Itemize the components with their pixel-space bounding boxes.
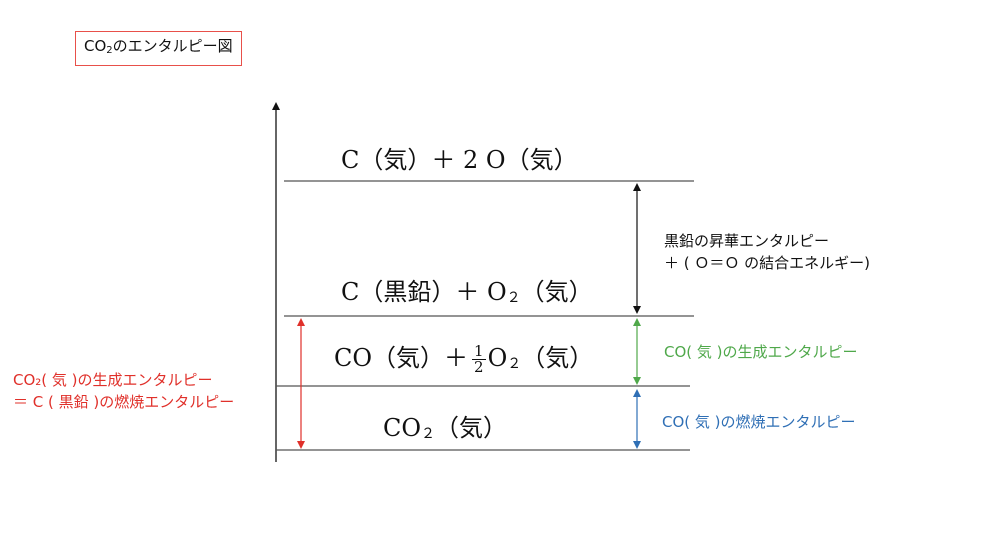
sublimation-line1: 黒鉛の昇華エンタルピー (664, 232, 830, 250)
elements-tail: （気） (520, 278, 593, 306)
sublimation-annotation: 黒鉛の昇華エンタルピー ＋ ( Ｏ＝Ｏ の結合エネルギー) (664, 230, 870, 274)
co-formation-annotation: CO( 気 )の生成エンタルピー (664, 341, 858, 363)
co2-formation-annotation: CO₂( 気 )の生成エンタルピー ＝ C ( 黒鉛 )の燃焼エンタルピー (13, 369, 234, 413)
title-subscript: 2 (106, 45, 113, 56)
co-formation-text: CO( 気 )の生成エンタルピー (664, 343, 858, 361)
co-formula: CO（気）＋ (334, 344, 469, 372)
co2-formation-line1: CO₂( 気 )の生成エンタルピー (13, 371, 213, 389)
sublimation-line2: ＋ ( Ｏ＝Ｏ の結合エネルギー) (664, 254, 871, 272)
co-combustion-annotation: CO( 気 )の燃焼エンタルピー (662, 411, 856, 433)
co2-tail: （気） (435, 414, 508, 442)
elements-formula: C（黒鉛）＋ O (341, 278, 507, 306)
co2-subscript: ２ (421, 426, 436, 442)
level-label-atoms: C（気）＋ 2 O（気） (341, 145, 578, 175)
atoms-formula: C（気）＋ 2 O（気） (341, 146, 578, 174)
fraction-denominator: 2 (474, 358, 484, 376)
title-prefix: CO (84, 37, 107, 55)
co2-formation-line2: ＝ C ( 黒鉛 )の燃焼エンタルピー (13, 393, 235, 411)
title-suffix: のエンタルピー図 (112, 37, 233, 55)
co-combustion-text: CO( 気 )の燃焼エンタルピー (662, 413, 856, 431)
co2-formula: CO (383, 414, 422, 442)
level-label-co2: CO２（気） (383, 413, 507, 449)
diagram-title: CO2のエンタルピー図 (75, 31, 242, 66)
co-subscript: ２ (507, 356, 522, 372)
fraction-numerator: 1 (472, 342, 486, 360)
level-label-elements: C（黒鉛）＋ O２（気） (341, 277, 593, 313)
co-oxygen: O (487, 344, 508, 372)
elements-subscript: ２ (506, 290, 521, 306)
co-tail: （気） (521, 344, 594, 372)
